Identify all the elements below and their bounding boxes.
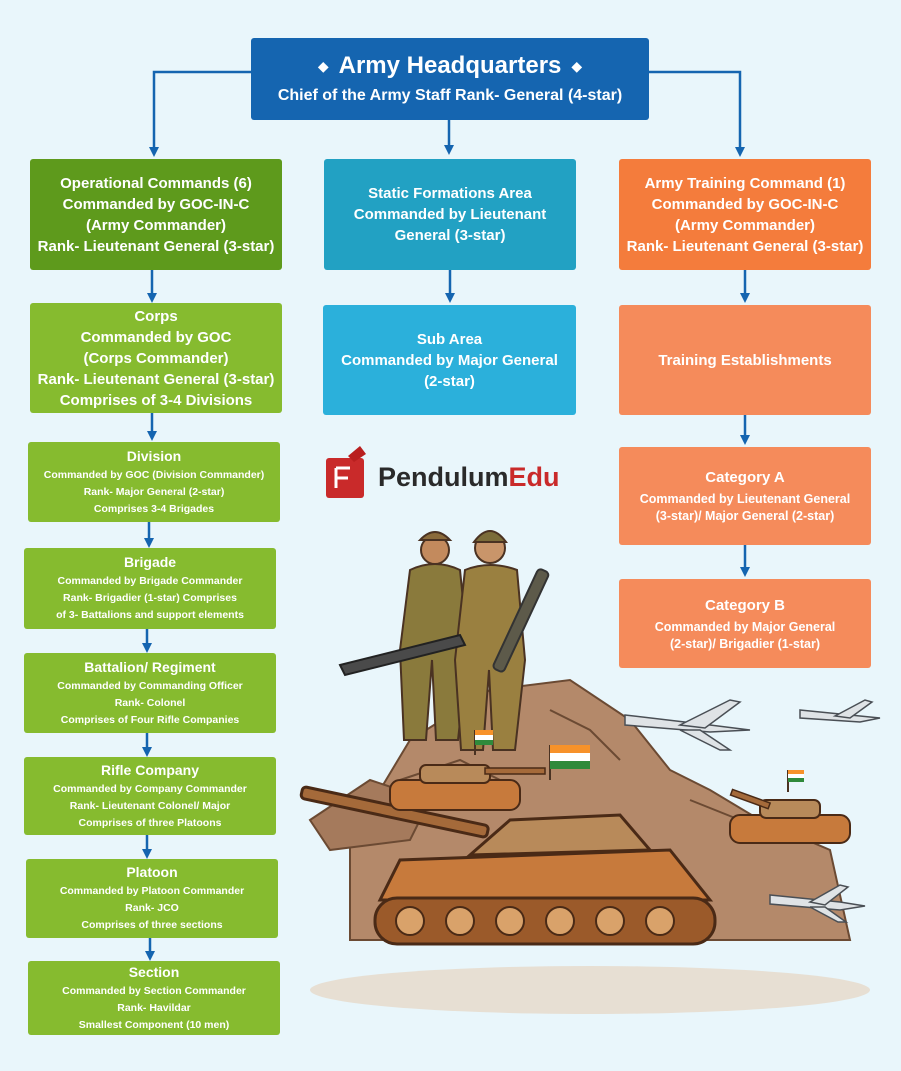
logo-text-part2: Edu — [508, 462, 560, 492]
box-line: Comprises of Four Rifle Companies — [60, 713, 240, 726]
platoon-box: Platoon Commanded by Platoon Commander R… — [26, 859, 278, 938]
brigade-box: Brigade Commanded by Brigade Commander R… — [24, 548, 276, 629]
tank-small-right — [729, 788, 851, 844]
box-line: Sub Area — [416, 330, 483, 348]
headquarters-subtitle: Chief of the Army Staff Rank- General (4… — [277, 87, 623, 105]
box-line: Operational Commands (6) — [60, 174, 252, 192]
flag-icons — [474, 730, 804, 792]
training-establishments-box: Training Establishments — [619, 305, 871, 415]
category-a-box: Category A Commanded by Lieutenant Gener… — [619, 447, 871, 545]
box-line: Commanded by Major General — [341, 351, 558, 369]
rifle-company-box: Rifle Company Commanded by Company Comma… — [24, 757, 276, 835]
corps-box: Corps Commanded by GOC (Corps Commander)… — [30, 303, 282, 413]
box-line: Commanded by GOC-IN-C — [651, 195, 839, 213]
box-title: Division — [126, 447, 182, 464]
box-line: Rank- Lieutenant General (3-star) — [626, 237, 864, 255]
box-title: Battalion/ Regiment — [84, 658, 216, 675]
tank-small-left — [389, 764, 546, 811]
arrow-hq-operational — [149, 70, 251, 157]
box-title: Brigade — [123, 554, 177, 570]
army-illustration — [299, 530, 881, 1014]
diamond-icon: ◆ — [317, 58, 329, 75]
logo-text-part1: Pendulum — [378, 462, 509, 492]
category-b-box: Category B Commanded by Major General (2… — [619, 579, 871, 668]
box-line: Commanded by GOC (Division Commander) — [43, 468, 265, 481]
box-line: Comprises of 3-4 Divisions — [59, 391, 253, 409]
box-line: Comprises 3-4 Brigades — [93, 502, 215, 515]
logo-wordmark: PendulumEdu — [378, 462, 560, 493]
box-line: Comprises of three Platoons — [78, 816, 222, 829]
box-line: Commanded by Commanding Officer — [57, 679, 243, 692]
box-line: (Army Commander) — [85, 216, 227, 234]
box-line: Rank- Lieutenant General (3-star) — [37, 370, 275, 388]
box-line: Commanded by GOC — [80, 328, 232, 346]
graduation-cap-icon — [326, 446, 366, 498]
box-line: Commanded by Brigade Commander — [57, 575, 243, 587]
box-line: of 3- Battalions and support elements — [56, 609, 244, 621]
box-line: General (3-star) — [394, 227, 506, 244]
box-line: Commanded by Platoon Commander — [59, 885, 245, 897]
sub-area-box: Sub Area Commanded by Major General (2-s… — [323, 305, 576, 415]
box-line: Commanded by Section Commander — [62, 984, 246, 997]
box-line: Smallest Component (10 men) — [78, 1018, 230, 1031]
diamond-icon: ◆ — [571, 58, 583, 75]
box-line: Rank- JCO — [125, 902, 179, 914]
box-line: (2-star) — [424, 372, 475, 390]
division-box: Division Commanded by GOC (Division Comm… — [28, 442, 280, 522]
static-formations-box: Static Formations Area Commanded by Lieu… — [324, 159, 576, 270]
box-line: Commanded by Lieutenant General — [639, 492, 851, 506]
section-box: Section Commanded by Section Commander R… — [28, 961, 280, 1035]
box-line: Rank- Havildar — [117, 1001, 191, 1014]
headquarters-title-text: Army Headquarters — [338, 51, 562, 79]
box-line: Rank- Colonel — [114, 696, 186, 709]
army-headquarters-box: ◆ Army Headquarters ◆ Chief of the Army St… — [251, 38, 649, 120]
box-line: Commanded by Company Commander — [53, 782, 247, 795]
box-line: (3-star)/ Major General (2-star) — [655, 509, 835, 523]
box-line: Comprises of three sections — [81, 919, 223, 931]
battalion-regiment-box: Battalion/ Regiment Commanded by Command… — [24, 653, 276, 733]
box-title: Rifle Company — [100, 761, 199, 778]
arrow-hq-training — [649, 70, 745, 157]
ground-shadow — [310, 966, 870, 1014]
headquarters-title: ◆ Army Headquarters ◆ — [318, 51, 582, 82]
box-title: Category A — [705, 469, 785, 486]
box-line: Rank- Lieutenant Colonel/ Major — [69, 799, 231, 812]
rifle — [338, 633, 467, 677]
box-line: Rank- Lieutenant General (3-star) — [37, 237, 275, 255]
box-line: Rank- Major General (2-star) — [83, 485, 225, 498]
box-title: Platoon — [126, 864, 178, 880]
box-line: Corps — [134, 307, 178, 325]
box-line: Army Training Command (1) — [644, 174, 846, 192]
box-line: (2-star)/ Brigadier (1-star) — [669, 636, 821, 651]
box-title: Section — [128, 963, 180, 980]
tank-large — [299, 785, 717, 946]
soldiers — [338, 530, 550, 751]
box-title: Category B — [704, 596, 786, 614]
pendulum-edu-logo: PendulumEdu — [326, 442, 576, 502]
box-line: Commanded by Major General — [654, 619, 836, 634]
army-training-command-box: Army Training Command (1) Commanded by G… — [619, 159, 871, 270]
box-line: Rank- Brigadier (1-star) Comprises — [63, 592, 237, 604]
operational-commands-box: Operational Commands (6) Commanded by GO… — [30, 159, 282, 270]
box-line: Commanded by GOC-IN-C — [62, 195, 250, 213]
box-line: Static Formations Area — [368, 185, 532, 202]
fighter-jet-icons — [624, 699, 881, 923]
box-line: Commanded by Lieutenant — [353, 206, 547, 223]
box-line: Training Establishments — [658, 351, 832, 369]
box-line: (Corps Commander) — [83, 349, 229, 367]
box-line: (Army Commander) — [674, 216, 816, 234]
